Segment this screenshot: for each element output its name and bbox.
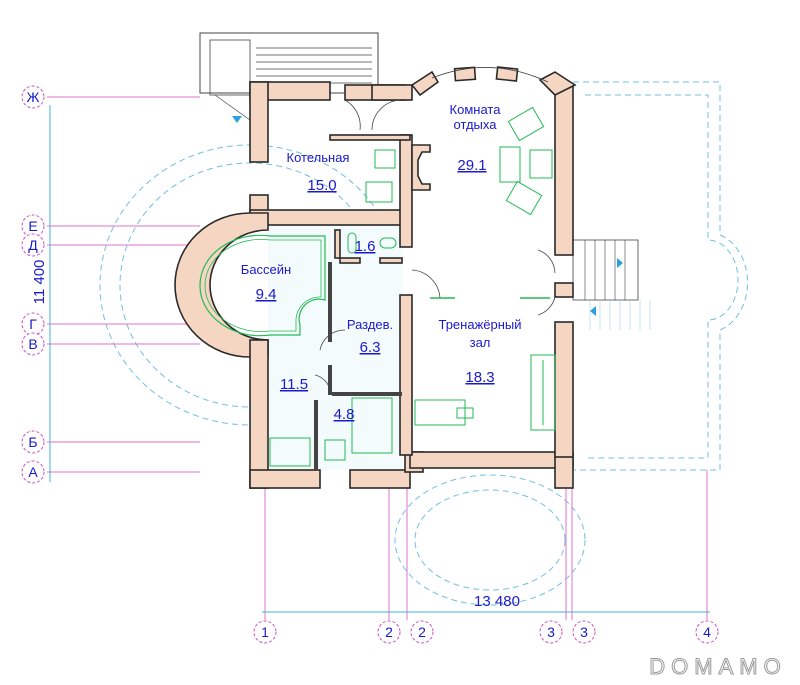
room-area-changing: 6.3 [360, 339, 381, 356]
room-area-boiler: 15.0 [307, 177, 336, 194]
room-labels: Котельная 15.0 Комната отдыха 29.1 1.6 Б… [241, 102, 522, 423]
horizontal-dimension-label: 13 480 [474, 593, 520, 610]
axis-label-d: Д [28, 237, 38, 253]
axis-label-4: 4 [703, 624, 711, 640]
room-area-shower: 11.5 [280, 376, 308, 393]
furniture [269, 106, 556, 467]
axis-label-g: Г [29, 316, 37, 332]
room-area-rest: 29.1 [457, 157, 486, 174]
room-area-wc: 1.6 [355, 238, 376, 255]
row-axes [47, 96, 200, 473]
pool-tile-grid [268, 225, 403, 470]
axis-label-b: Б [28, 434, 37, 450]
entrance-stairs [199, 32, 379, 123]
axis-label-3b: 3 [580, 624, 588, 640]
watermark: DOMAMO [649, 654, 786, 679]
door-swings [314, 99, 556, 391]
room-name-gym: Тренажёрный [438, 317, 521, 332]
side-stairs [572, 239, 651, 330]
column-axes [264, 470, 708, 620]
room-name-pool: Бассейн [241, 262, 291, 277]
room-area-gym: 18.3 [465, 369, 494, 386]
room-name-boiler: Котельная [287, 150, 350, 165]
axis-label-3a: 3 [547, 624, 555, 640]
column-axis-markers: 1 2 2 3 3 4 [253, 620, 719, 644]
room-name-rest-2: отдыха [454, 117, 498, 132]
room-name-rest: Комната [450, 102, 502, 117]
room-name-changing: Раздев. [347, 317, 393, 332]
axis-label-1: 1 [261, 624, 269, 640]
vertical-dimension-label: 11 400 [31, 260, 48, 305]
walls [174, 66, 577, 489]
room-name-gym-2: зал [470, 335, 491, 350]
row-axis-markers: Ж Е Д Г В Б А [21, 85, 45, 484]
room-area-pool: 9.4 [256, 286, 277, 303]
pool-basin [199, 234, 326, 337]
axis-label-2a: 2 [385, 624, 393, 640]
axis-label-a: А [28, 464, 38, 480]
room-area-sauna: 4.8 [334, 406, 355, 423]
axis-label-v: В [28, 336, 37, 352]
axis-label-e: Е [28, 218, 37, 234]
axis-label-zh: Ж [27, 89, 40, 105]
axis-label-2b: 2 [418, 624, 426, 640]
